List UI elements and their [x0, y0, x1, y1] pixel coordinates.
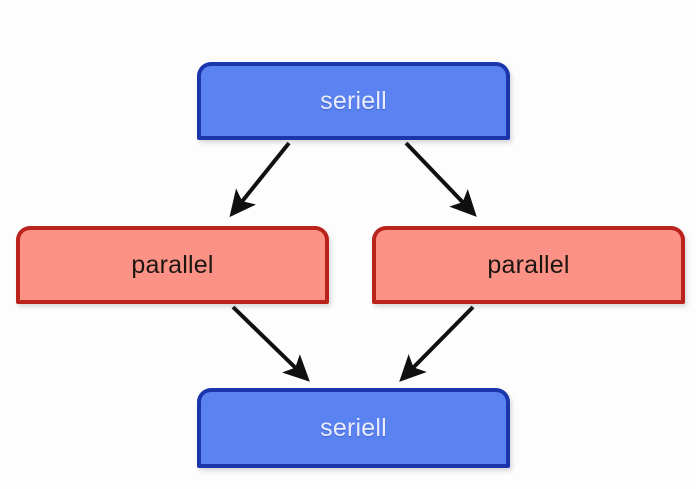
node-serial-top-label: seriell — [320, 86, 387, 115]
node-parallel-right[interactable]: parallel — [372, 226, 685, 304]
edge-top-to-right-arrow — [404, 141, 477, 217]
node-parallel-right-label: parallel — [487, 250, 570, 279]
edge-top-to-left-arrow — [229, 141, 291, 218]
node-parallel-left[interactable]: parallel — [16, 226, 329, 304]
node-parallel-left-label: parallel — [131, 250, 214, 279]
node-serial-top[interactable]: seriell — [197, 62, 510, 140]
edge-right-to-bottom-arrow — [399, 305, 475, 382]
edge-left-to-bottom-arrow — [231, 305, 310, 382]
node-serial-bottom[interactable]: seriell — [197, 388, 510, 468]
node-serial-bottom-label: seriell — [320, 413, 387, 442]
